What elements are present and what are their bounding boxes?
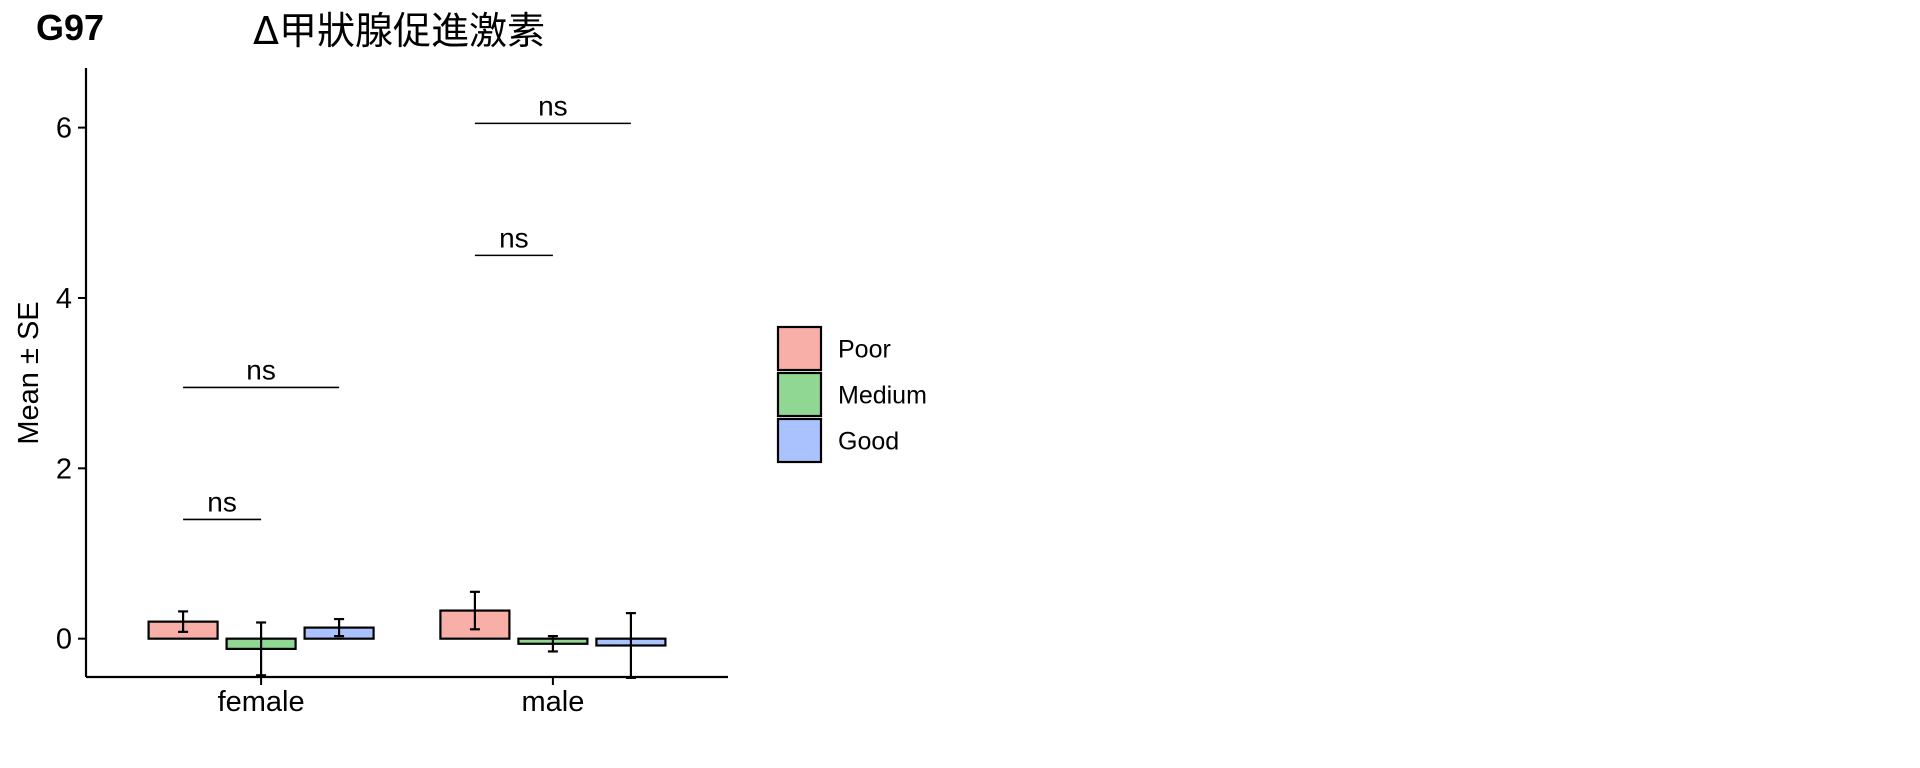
y-tick-label: 6 (56, 113, 72, 145)
legend-key-medium (776, 371, 823, 418)
significance-label: ns (538, 90, 568, 121)
significance-label: ns (246, 354, 276, 385)
legend-label-good: Good (838, 428, 899, 456)
legend-key-good (776, 417, 823, 464)
legend-label-poor: Poor (838, 336, 891, 364)
y-axis-label: Mean ± SE (13, 301, 45, 444)
legend-label-medium: Medium (838, 382, 927, 410)
panel-tag: G97 (36, 7, 104, 48)
x-tick-label: male (521, 686, 584, 718)
plot-area: 0 2 4 6 female male ns ns ns ns (56, 68, 728, 718)
y-tick-label: 4 (56, 283, 72, 315)
chart-title: Δ甲狀腺促進激素 (253, 9, 545, 53)
significance-label: ns (207, 486, 237, 517)
significance-label: ns (499, 222, 529, 253)
y-tick-label: 0 (56, 624, 72, 656)
legend-key-poor (776, 325, 823, 372)
x-tick-label: female (218, 686, 305, 718)
y-tick-label: 2 (56, 453, 72, 485)
